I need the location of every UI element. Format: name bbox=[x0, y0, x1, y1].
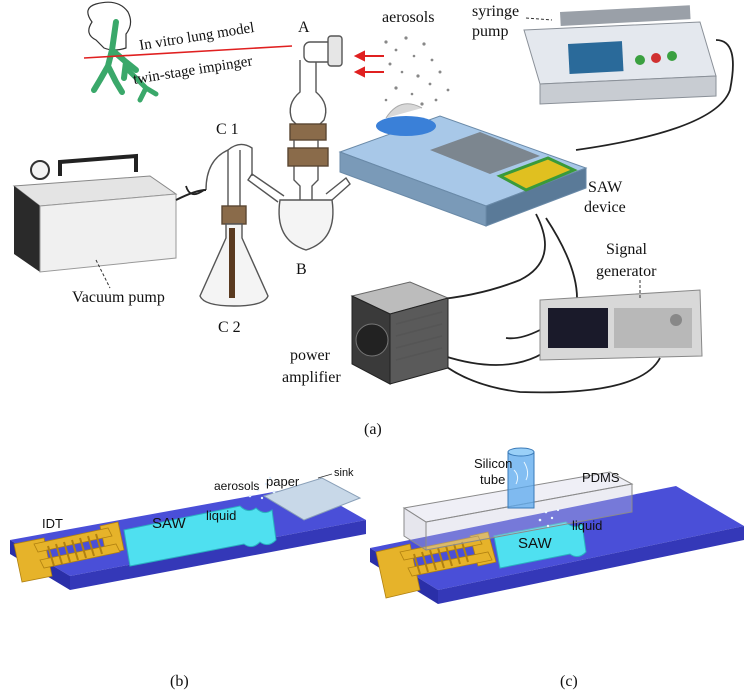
panel-a: In vitro lung model twin-stage impinger … bbox=[12, 1, 734, 438]
vacuum-pump-device bbox=[12, 153, 207, 273]
panel-b: IDT SAW liquid aerosols paper sink (b) bbox=[10, 467, 366, 690]
panel-b-caption: (b) bbox=[170, 673, 189, 690]
c1-label: C 1 bbox=[216, 121, 239, 138]
substrate-front-c bbox=[438, 526, 744, 604]
aerosols-label-b: aerosols bbox=[214, 479, 259, 493]
idt-label-b: IDT bbox=[42, 516, 63, 531]
syringe-pump-label-line2: pump bbox=[472, 23, 508, 40]
liquid-label-c: liquid bbox=[572, 518, 602, 533]
substrate-front-b bbox=[70, 520, 366, 590]
saw-device bbox=[338, 103, 588, 227]
saw-label-c: SAW bbox=[518, 535, 552, 552]
silicon-tube-label-line1: Silicon bbox=[474, 456, 512, 471]
saw-device-label-line1: SAW bbox=[588, 179, 623, 196]
pdms-label: PDMS bbox=[582, 470, 620, 485]
aerosol-direction-arrows bbox=[353, 50, 384, 78]
aerosol-particles-b bbox=[248, 476, 276, 500]
sink-label-b: sink bbox=[334, 467, 354, 479]
signal-generator-label-line2: generator bbox=[596, 263, 657, 280]
panel-a-caption: (a) bbox=[364, 421, 382, 438]
syringe-pump-device bbox=[523, 5, 717, 105]
stage-a-label: A bbox=[298, 19, 310, 36]
signal-generator-device bbox=[539, 289, 703, 361]
power-amplifier-label-line1: power bbox=[290, 347, 331, 364]
syringe-pump-label-line1: syringe bbox=[472, 3, 519, 20]
lung-model-illustration: In vitro lung model twin-stage impinger bbox=[83, 1, 293, 103]
signal-generator-label-line1: Signal bbox=[606, 241, 647, 258]
impinger-label: twin-stage impinger bbox=[132, 53, 253, 88]
idt-electrodes-c bbox=[375, 531, 497, 599]
idt-fingers-c bbox=[413, 541, 469, 575]
saw-label-b: SAW bbox=[152, 515, 186, 532]
aerosol-particles-c bbox=[538, 508, 560, 528]
vacuum-pump-label: Vacuum pump bbox=[72, 289, 165, 306]
silicon-tube-label-line2: tube bbox=[480, 472, 505, 487]
power-amplifier-device bbox=[350, 281, 450, 385]
saw-liquid-b bbox=[123, 505, 277, 567]
power-amplifier-label-line2: amplifier bbox=[282, 369, 341, 386]
saw-device-label-line2: device bbox=[584, 199, 626, 216]
panel-c: Silicon tube PDMS SAW liquid (c) bbox=[370, 447, 744, 690]
idt-fingers-b bbox=[47, 533, 103, 567]
sink-leader-b bbox=[317, 473, 333, 479]
paper-label-b: paper bbox=[266, 474, 300, 489]
stage-b-label: B bbox=[296, 261, 307, 278]
paper-sink-b bbox=[262, 477, 362, 521]
impinger-glassware bbox=[247, 35, 351, 251]
syringe-pump-leader bbox=[525, 17, 553, 21]
collection-flask bbox=[199, 143, 269, 307]
aerosol-particles bbox=[384, 36, 450, 110]
silicon-tube bbox=[507, 447, 535, 509]
liquid-label-b: liquid bbox=[206, 508, 236, 523]
c2-label: C 2 bbox=[218, 319, 241, 336]
panel-c-caption: (c) bbox=[560, 673, 578, 690]
vacuum-pump-leader bbox=[95, 259, 111, 289]
aerosols-label: aerosols bbox=[382, 9, 434, 26]
